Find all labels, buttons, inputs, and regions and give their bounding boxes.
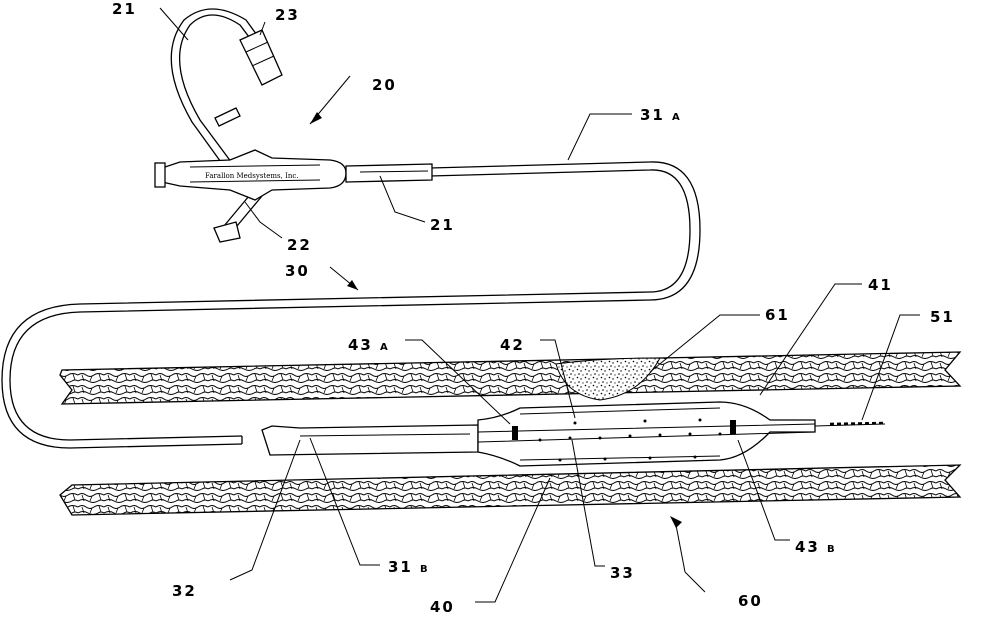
- label-43a-suffix: A: [380, 342, 390, 353]
- label-43a-number: 43: [348, 336, 373, 354]
- label-51: 51: [930, 308, 955, 326]
- label-40: 40: [430, 598, 455, 616]
- label-31b-number: 31: [388, 558, 413, 576]
- vessel-upper-wall: [60, 352, 960, 404]
- label-23: 23: [275, 6, 300, 24]
- label-21-mid: 21: [430, 216, 455, 234]
- brand-text: Farallon Medsystems, Inc.: [205, 172, 299, 180]
- label-32: 32: [172, 582, 197, 600]
- label-31a-number: 31: [640, 106, 665, 124]
- label-41: 41: [868, 276, 893, 294]
- label-31a-suffix: A: [672, 112, 682, 123]
- label-42: 42: [500, 336, 525, 354]
- label-20: 20: [372, 76, 397, 94]
- label-30: 30: [285, 262, 310, 280]
- luer-connector: [240, 30, 282, 85]
- label-43b-number: 43: [795, 538, 820, 556]
- handle-assembly: Farallon Medsystems, Inc.: [155, 9, 432, 242]
- label-61: 61: [765, 306, 790, 324]
- label-33: 33: [610, 564, 635, 582]
- leader-lines: [160, 8, 920, 602]
- reference-labels: 21 23 20 31 A 21 22 30 41 61 51 43 A 42 …: [112, 0, 955, 616]
- label-21-top: 21: [112, 0, 137, 18]
- label-60: 60: [738, 592, 763, 610]
- label-31b-suffix: B: [420, 564, 430, 575]
- vessel-lower-wall: [60, 465, 960, 515]
- label-43b-suffix: B: [827, 544, 837, 555]
- label-22: 22: [287, 236, 312, 254]
